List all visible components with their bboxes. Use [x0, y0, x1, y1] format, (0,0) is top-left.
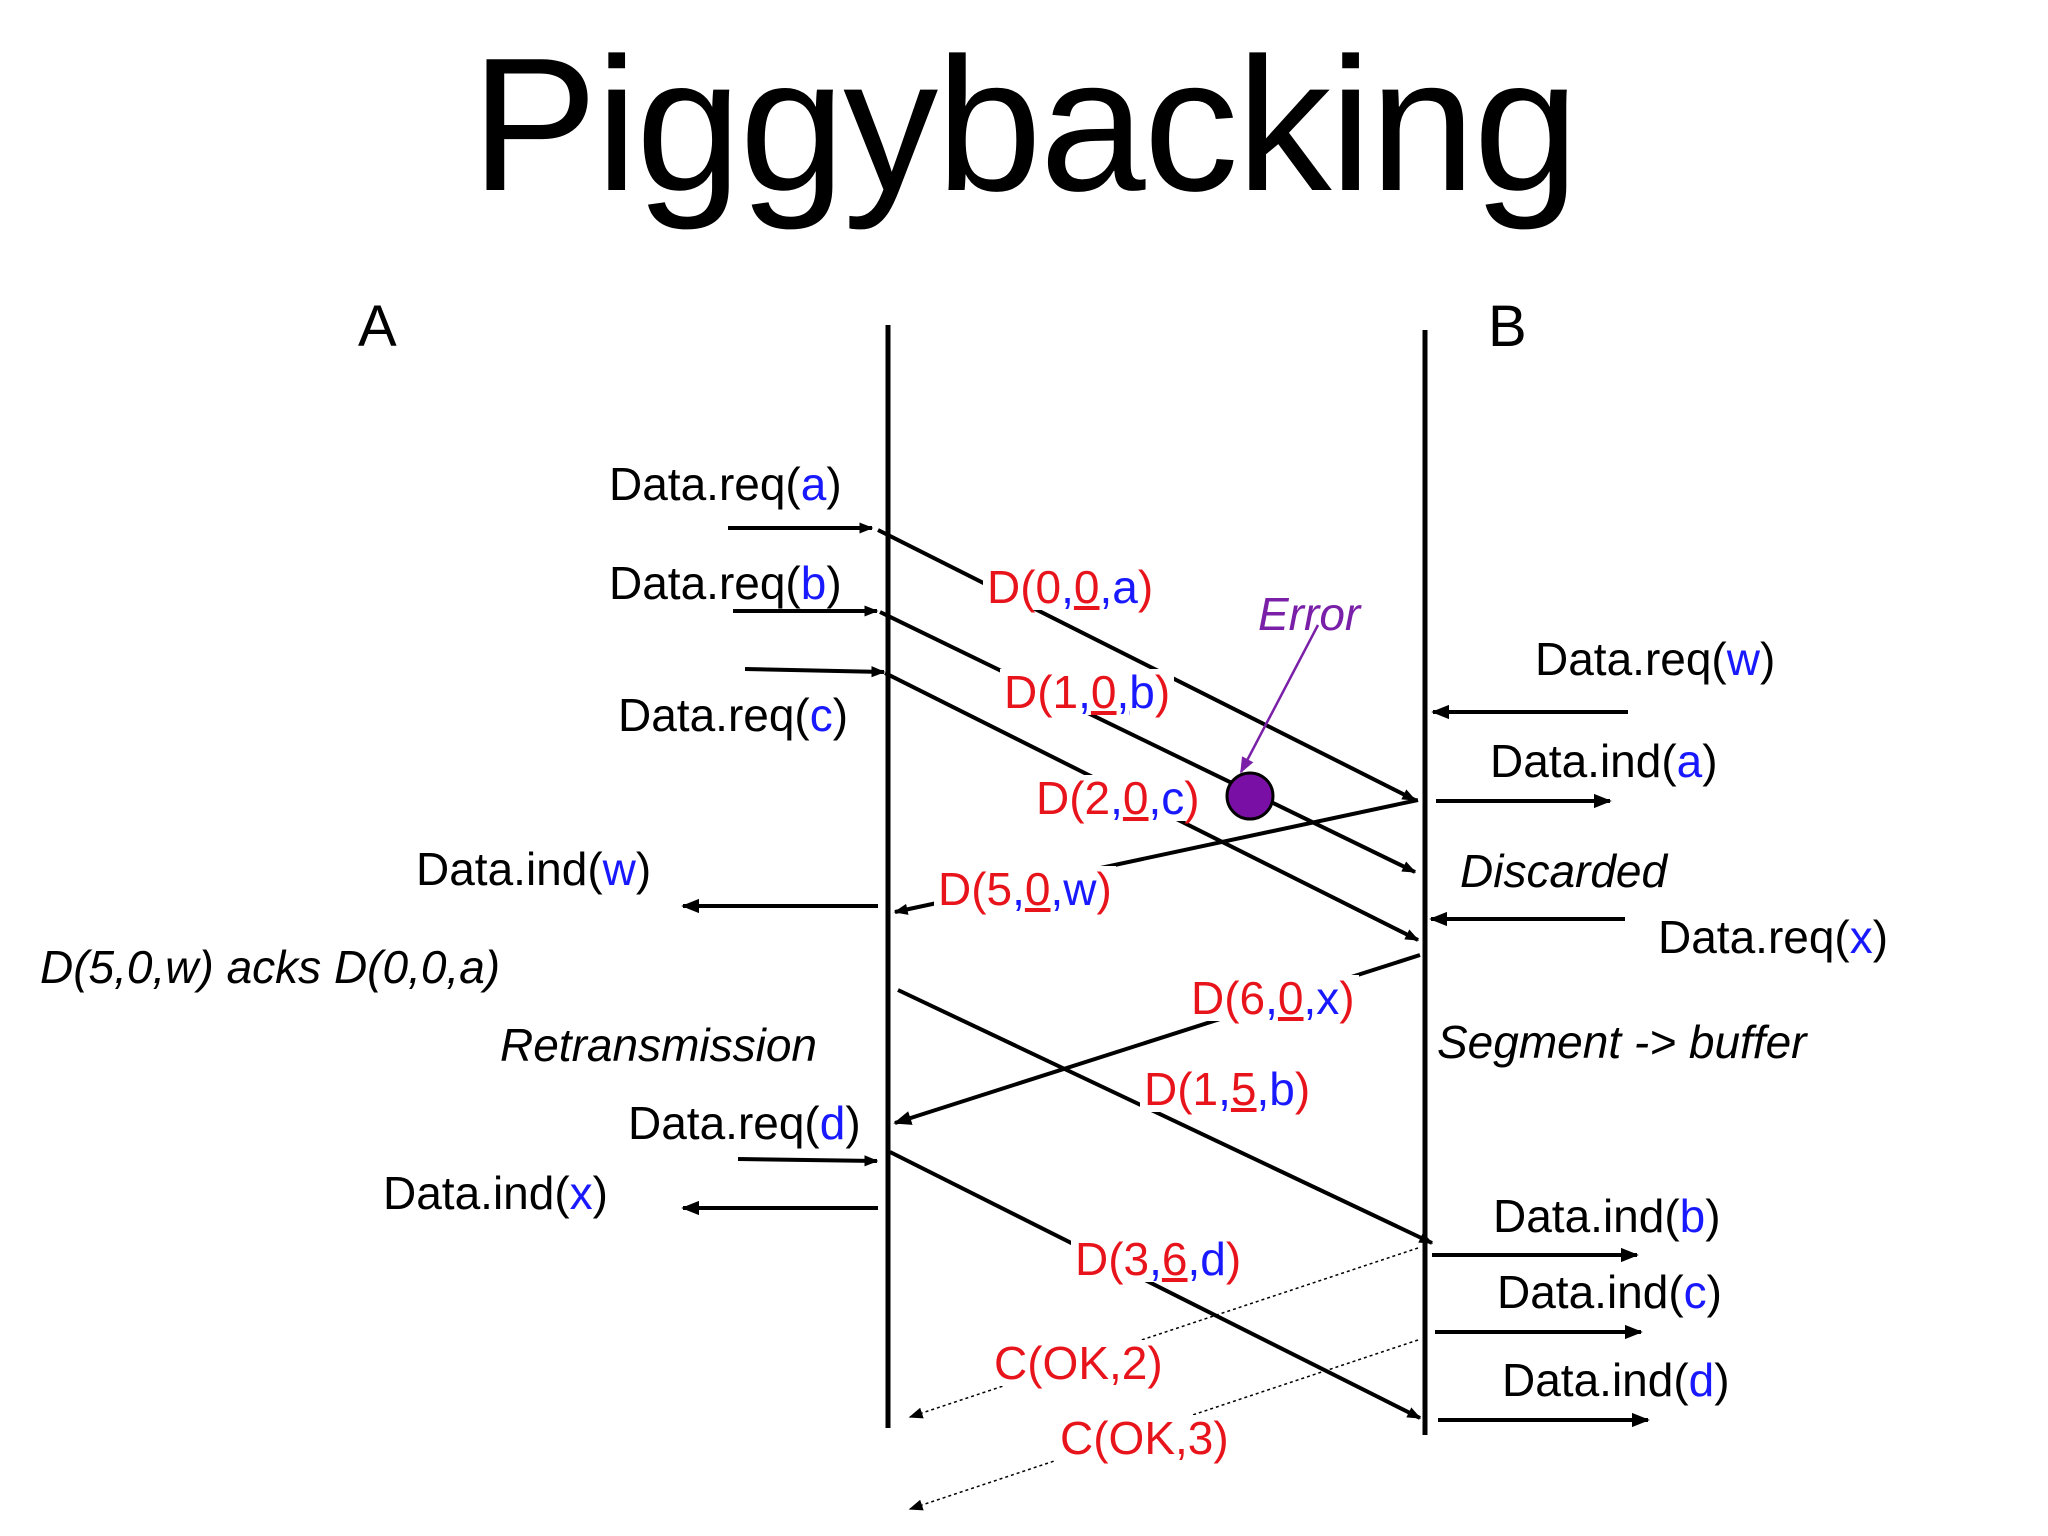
segment-d36d-line	[889, 1150, 1422, 1420]
segment-d10b-line	[879, 610, 1417, 874]
segment-d15b-label: D(1,5,b)	[1140, 1066, 1315, 1112]
control-ok2-line	[908, 1247, 1419, 1419]
label-req-d: Data.req(d)	[628, 1097, 861, 1149]
error-dot	[1225, 771, 1275, 821]
note-segment-buffer: Segment -> buffer	[1437, 1016, 1807, 1068]
req-d-arrow	[737, 1155, 879, 1167]
label-ind-b: Data.ind(b)	[1493, 1190, 1721, 1242]
error-pointer-arrow	[1239, 624, 1320, 774]
note-acks: D(5,0,w) acks D(0,0,a)	[40, 941, 501, 993]
label-ind-c: Data.ind(c)	[1497, 1266, 1722, 1318]
segment-d00a-line	[877, 528, 1417, 802]
label-ind-d: Data.ind(d)	[1502, 1354, 1730, 1406]
label-req-c: Data.req(c)	[618, 689, 849, 741]
label-req-w: Data.req(w)	[1535, 633, 1776, 685]
note-discarded: Discarded	[1460, 845, 1668, 897]
segment-d50w-label: D(5,0,w)	[934, 866, 1116, 912]
req-c-arrow	[744, 666, 886, 678]
note-retransmission: Retransmission	[500, 1019, 817, 1071]
segment-d20c-label: D(2,0,c)	[1032, 775, 1204, 821]
label-req-a: Data.req(a)	[609, 458, 842, 510]
entity-a-label: A	[358, 294, 397, 359]
control-ok3-line	[908, 1339, 1419, 1511]
control-ok3-label: C(OK,3)	[1056, 1415, 1233, 1461]
label-ind-x: Data.ind(x)	[383, 1167, 608, 1219]
label-req-x: Data.req(x)	[1658, 911, 1889, 963]
label-req-b: Data.req(b)	[609, 557, 842, 609]
note-error: Error	[1258, 588, 1361, 640]
segment-d15b-line	[897, 988, 1434, 1245]
entity-b-label: B	[1488, 294, 1527, 359]
segment-d36d-label: D(3,6,d)	[1071, 1236, 1246, 1282]
label-ind-a: Data.ind(a)	[1490, 735, 1718, 787]
segment-d60x-label: D(6,0,x)	[1187, 975, 1359, 1021]
segment-d00a-label: D(0,0,a)	[983, 564, 1158, 610]
control-ok2-label: C(OK,2)	[990, 1340, 1167, 1386]
label-ind-w: Data.ind(w)	[416, 843, 652, 895]
segment-d10b-label: D(1,0,b)	[1000, 669, 1175, 715]
page-title: Piggybacking	[470, 19, 1579, 231]
